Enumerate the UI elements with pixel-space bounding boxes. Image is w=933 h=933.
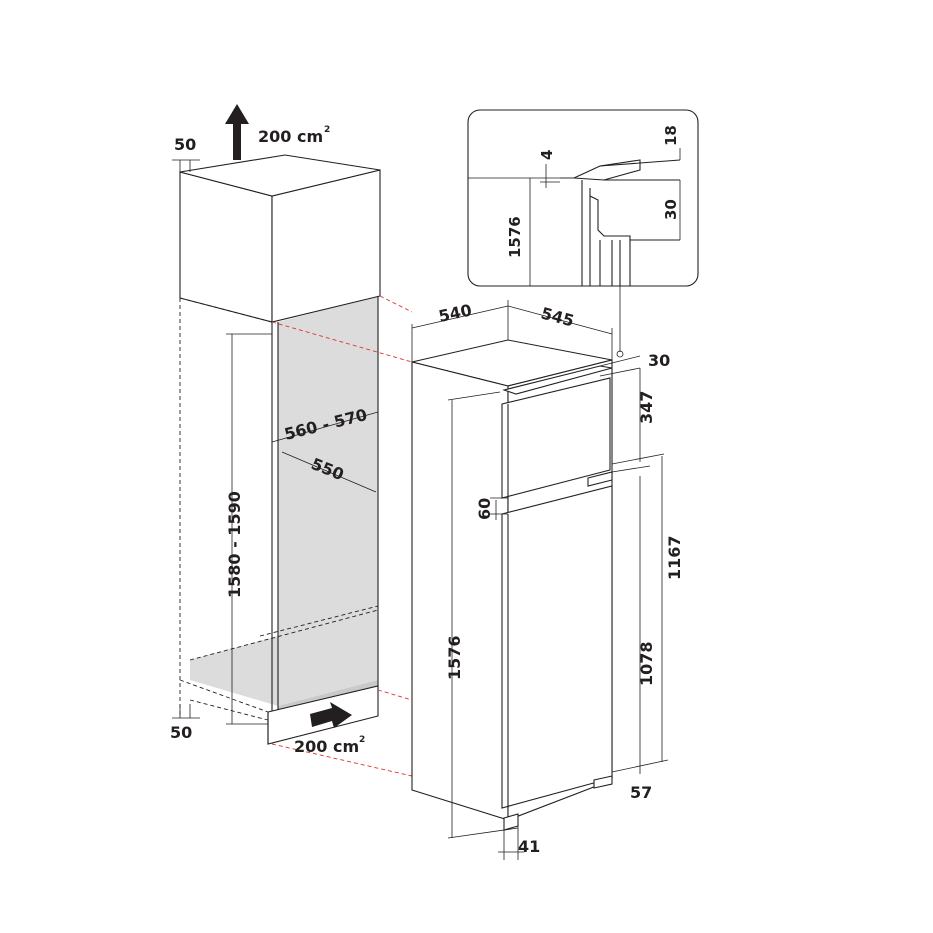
door-gap-label: 60 [475, 498, 494, 520]
appliance [411, 339, 613, 831]
foot-label: 41 [518, 837, 540, 856]
appliance-width-label: 540 [437, 300, 474, 326]
niche-top-gap-label: 50 [174, 135, 196, 154]
detail-offset-a-label: 4 [538, 150, 556, 160]
top-vent-label: 200 cm [258, 127, 323, 146]
appliance-depth-label: 545 [539, 304, 576, 331]
bottom-hinge-label: 57 [630, 783, 652, 802]
freezer-door [501, 377, 611, 499]
appliance-dimensions [411, 286, 669, 860]
niche-cabinet [172, 154, 381, 745]
detail-offset-c-label: 30 [662, 199, 680, 220]
detail-offset-b-label: 18 [662, 125, 680, 146]
bottom-vent-sup: 2 [359, 735, 365, 745]
top-cabinet-front [179, 171, 273, 323]
top-cabinet-top [179, 154, 381, 197]
detail-height-label: 1576 [506, 216, 524, 258]
detail-inset [467, 109, 699, 287]
alignment-lines [271, 295, 413, 777]
top-cabinet-side [271, 169, 381, 323]
fridge-door [501, 485, 613, 809]
top-vent-sup: 2 [324, 125, 330, 135]
niche-back-wall [278, 296, 378, 706]
niche-height-label: 1580 - 1590 [225, 491, 244, 598]
bottom-vent-arrow-icon [310, 702, 352, 728]
detail-frame [467, 109, 699, 287]
total-height-label: 1576 [445, 635, 464, 680]
top-vent-arrow-icon [225, 104, 249, 160]
freezer-door-label: 347 [637, 391, 656, 424]
top-clearance-label: 30 [648, 351, 670, 370]
upper-hinge-height-label: 1167 [665, 535, 684, 580]
lower-hinge-height-label: 1078 [637, 641, 656, 686]
niche-floor-front [190, 610, 378, 706]
appliance-side [411, 361, 509, 821]
bottom-vent-label: 200 cm [294, 737, 359, 756]
niche-bottom-gap-label: 50 [170, 723, 192, 742]
